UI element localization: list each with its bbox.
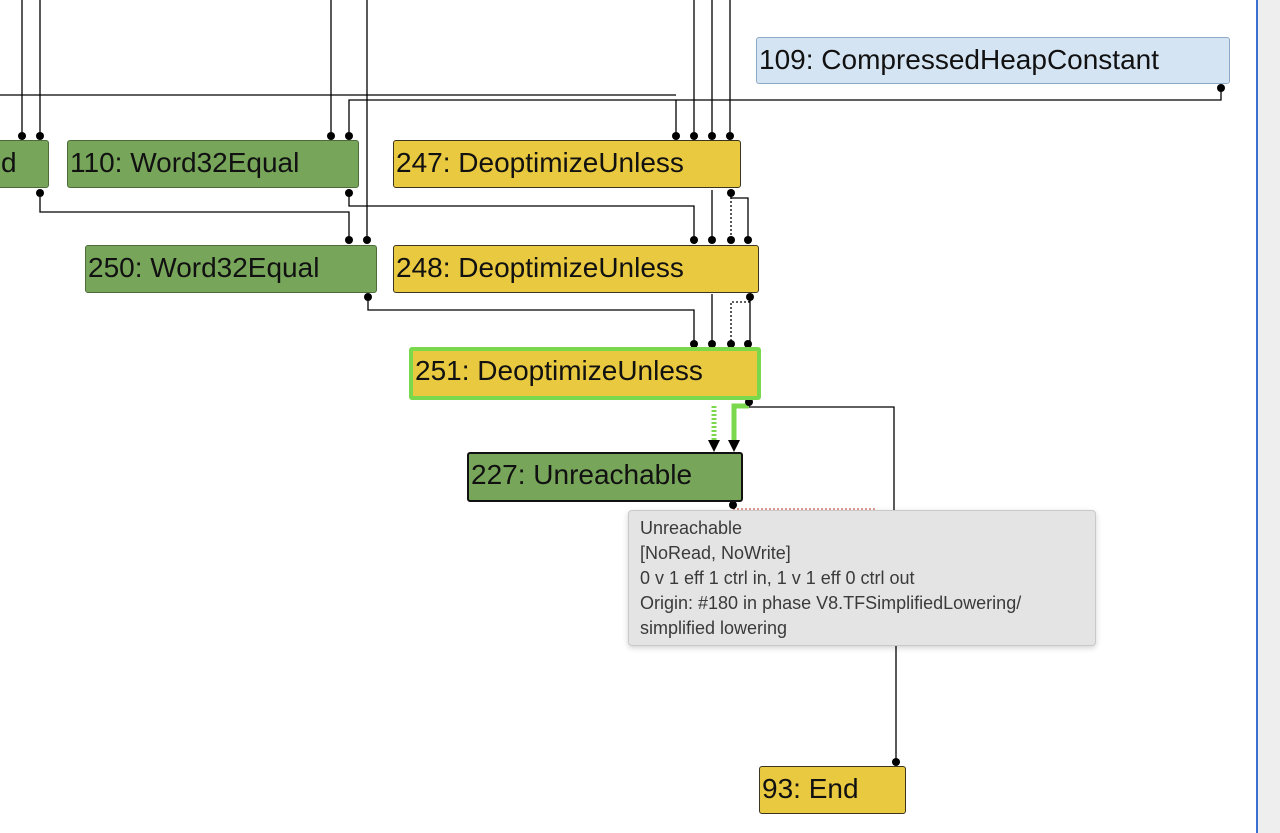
node-93-end[interactable]: 93: End xyxy=(759,766,906,814)
effect-edges xyxy=(730,193,750,342)
tooltip-origin: Origin: #180 in phase V8.TFSimplifiedLow… xyxy=(640,593,1022,613)
tooltip-title: Unreachable xyxy=(640,518,743,538)
node-partial-left[interactable]: d xyxy=(0,140,49,188)
node-247-deoptimize-unless[interactable]: 247: DeoptimizeUnless xyxy=(393,140,741,188)
node-227-unreachable[interactable]: 227: Unreachable xyxy=(467,452,743,502)
node-tooltip: Unreachable [NoRead, NoWrite] 0 v 1 eff … xyxy=(628,510,1096,646)
tooltip-properties: [NoRead, NoWrite] xyxy=(640,543,791,563)
node-251-deoptimize-unless[interactable]: 251: DeoptimizeUnless xyxy=(409,347,761,400)
tooltip-origin-cont: simplified lowering xyxy=(640,618,788,638)
node-248-deoptimize-unless[interactable]: 248: DeoptimizeUnless xyxy=(393,245,759,293)
tooltip-io-counts: 0 v 1 eff 1 ctrl in, 1 v 1 eff 0 ctrl ou… xyxy=(640,568,915,588)
right-panel-edge[interactable] xyxy=(1256,0,1280,833)
node-250-word32equal[interactable]: 250: Word32Equal xyxy=(85,245,377,293)
highlighted-edges xyxy=(708,403,749,452)
node-110-word32equal[interactable]: 110: Word32Equal xyxy=(67,140,359,188)
node-109-compressed-heap-constant[interactable]: 109: CompressedHeapConstant xyxy=(756,37,1230,84)
port-dots xyxy=(18,84,1225,766)
edge-lines xyxy=(0,0,1222,762)
